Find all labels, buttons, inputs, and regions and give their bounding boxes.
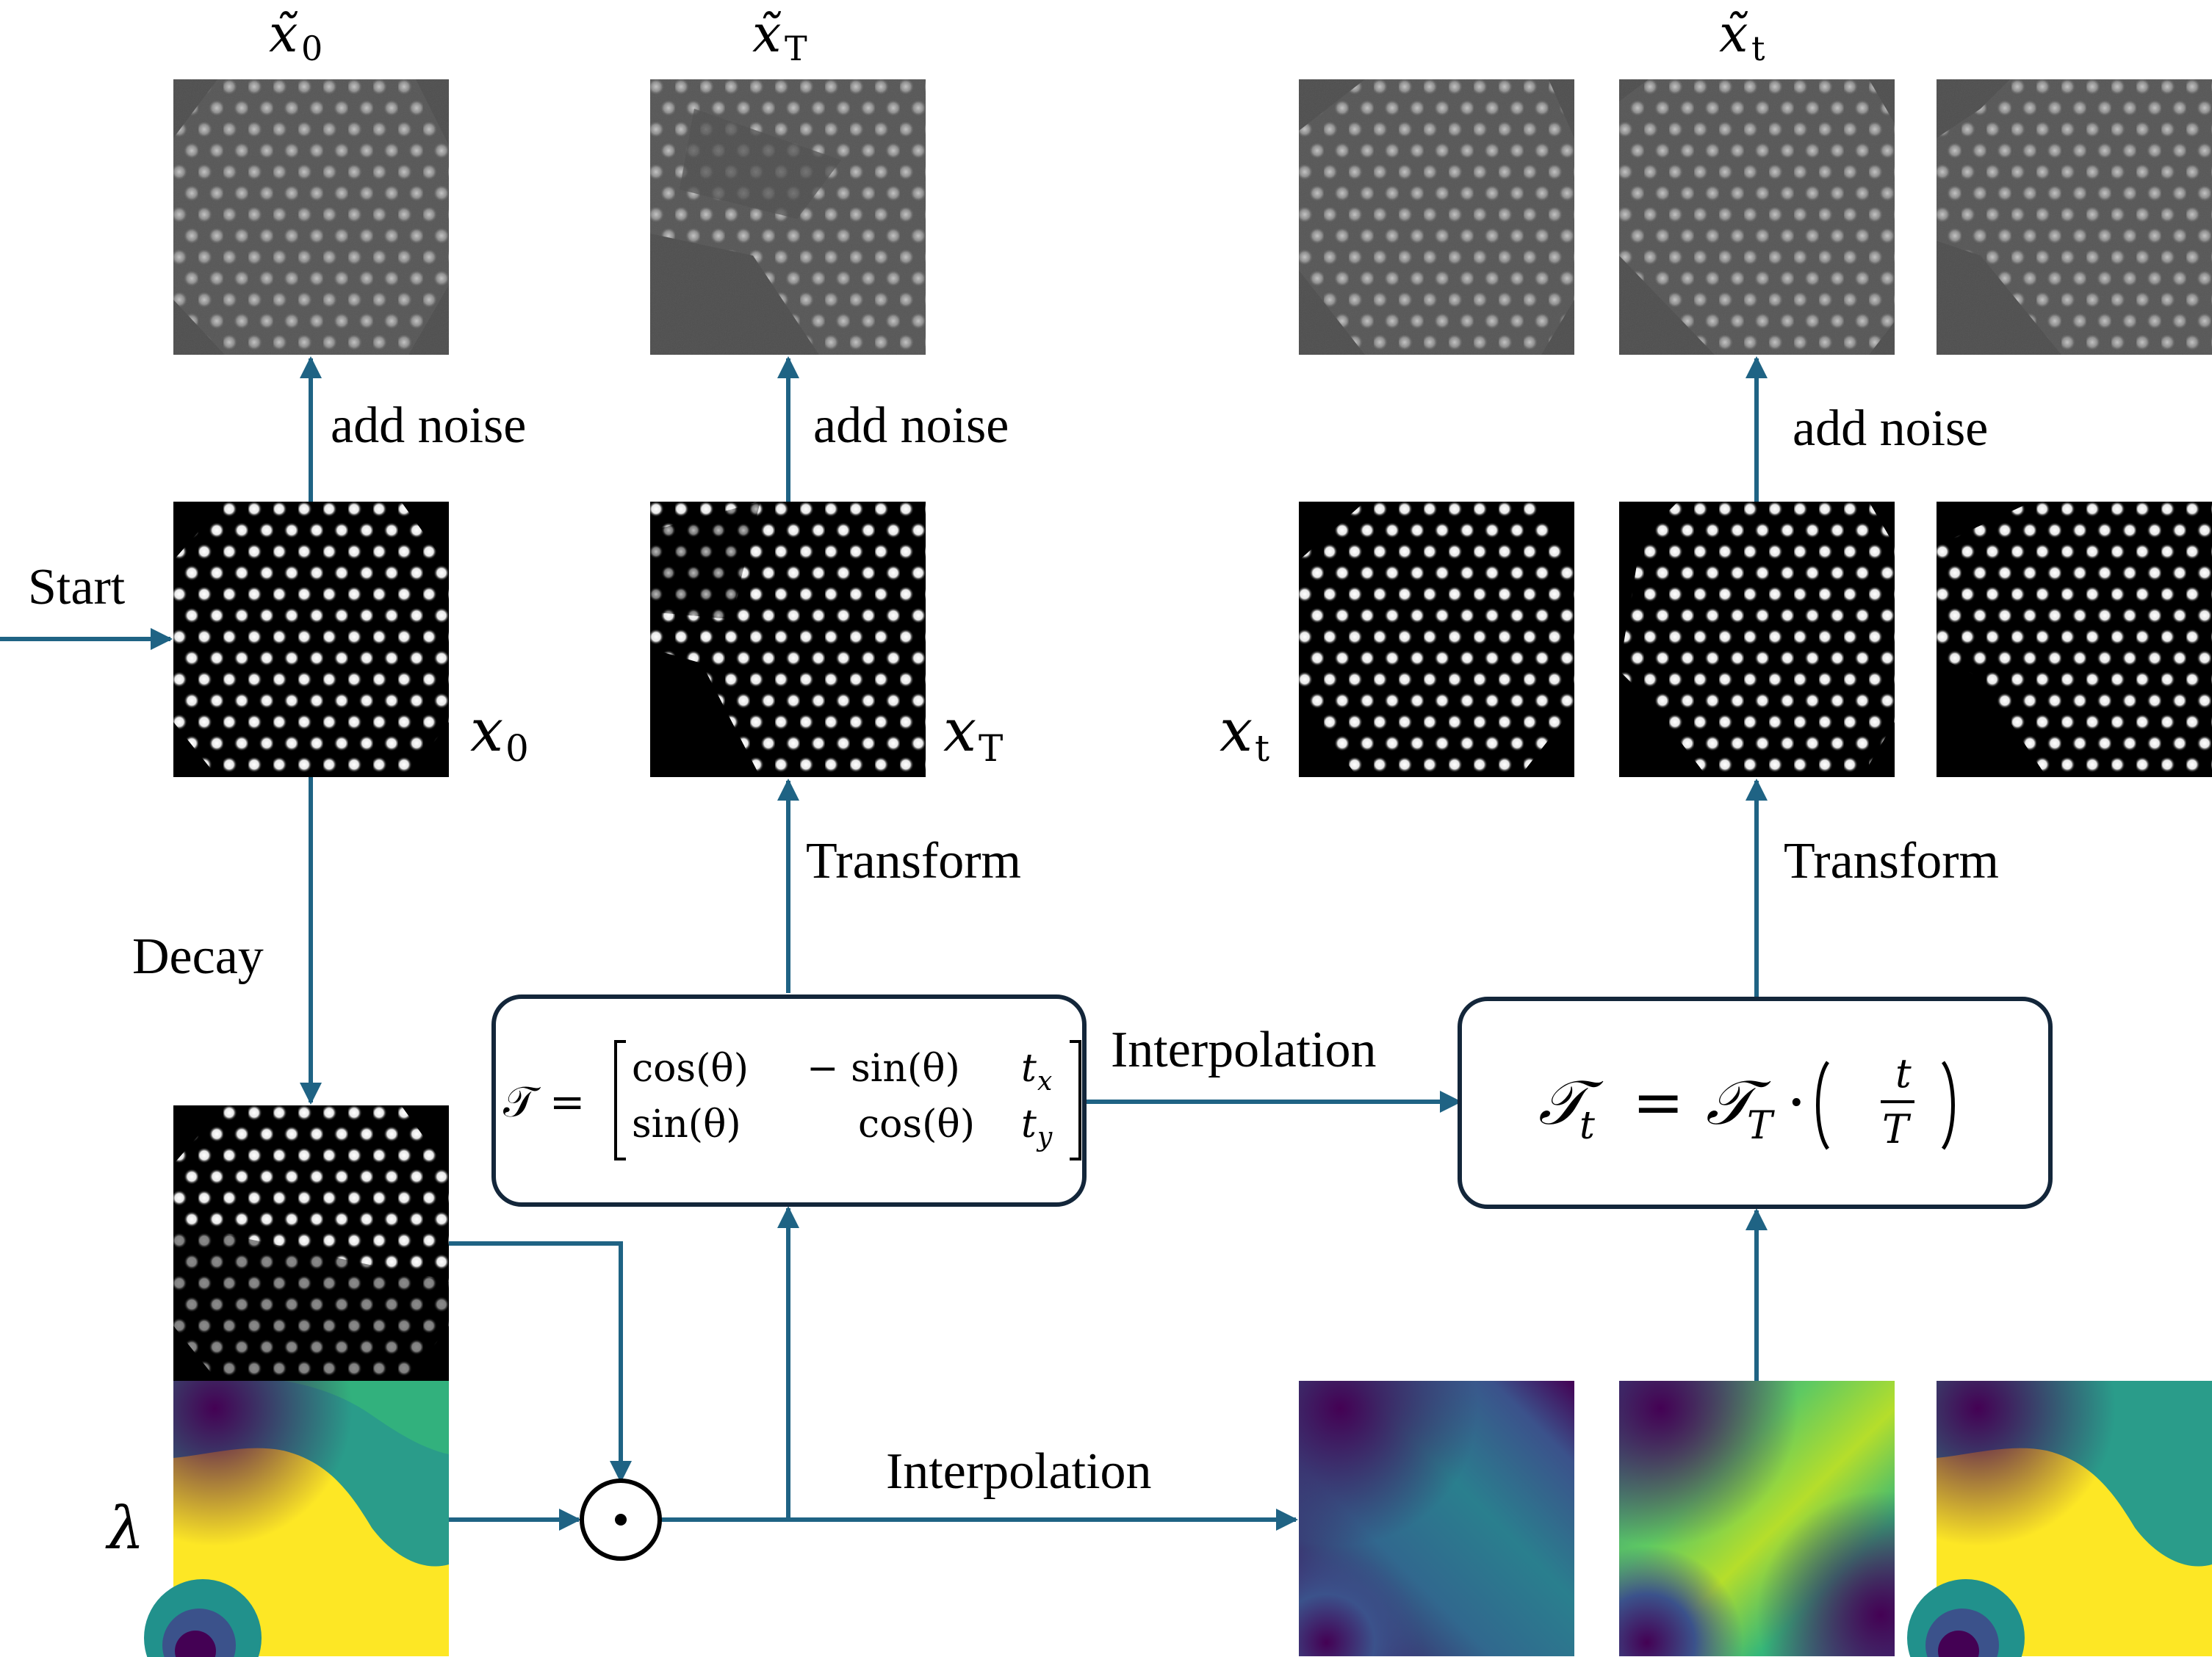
matrix-r2c3: t [1021, 1102, 1037, 1147]
formula-box [1458, 997, 2053, 1209]
image-lambda-t-1 [1299, 1381, 1574, 1656]
symbol-xt-tilde: x̃ t [1719, 4, 1765, 68]
hadamard-operator [580, 1479, 662, 1561]
image-xt-noisy-1 [1299, 79, 1574, 355]
svg-text:x̃: x̃ [1719, 4, 1748, 64]
symbol-xT: x T [943, 696, 1003, 770]
symbol-x0-tilde: x̃ 0 [269, 4, 323, 68]
symbol-x0: x 0 [470, 696, 529, 770]
svg-text:0: 0 [301, 29, 323, 68]
svg-text:t: t [1255, 727, 1269, 770]
label-transform-2: Transform [1784, 833, 1999, 889]
label-decay: Decay [132, 928, 264, 985]
svg-text:0: 0 [505, 727, 529, 770]
image-xt-noisy-2 [1619, 79, 1895, 355]
image-xT-noisy [650, 79, 926, 355]
formula-rhs-sub: T [1747, 1104, 1775, 1148]
svg-text:T: T [785, 29, 807, 68]
symbol-xt: x t [1220, 696, 1269, 770]
matrix-r1c1: cos(θ) [632, 1047, 749, 1091]
label-transform-1: Transform [806, 833, 1021, 889]
svg-text:x: x [1220, 696, 1253, 765]
image-x0 [173, 502, 449, 777]
formula-frac-den: T [1882, 1106, 1912, 1152]
matrix-r1c3-sub: x [1037, 1066, 1052, 1097]
symbol-lambda: λ [105, 1494, 145, 1562]
svg-text:x: x [470, 696, 503, 765]
arrow-decayed-to-hadamard [449, 1241, 632, 1483]
matrix-box [491, 994, 1087, 1207]
svg-text:x̃: x̃ [269, 4, 298, 64]
label-add-noise-2: add noise [813, 397, 1009, 454]
formula-frac-num: t [1895, 1050, 1912, 1097]
image-xT [650, 502, 926, 777]
matrix-r1c3: t [1021, 1047, 1037, 1091]
image-decayed [173, 1105, 449, 1381]
arrows [0, 356, 1768, 1531]
label-add-noise-3: add noise [1793, 400, 1988, 457]
image-x0-noisy [173, 79, 449, 355]
interpolation-formula: 𝒯 t = 𝒯 T · t T [1538, 1050, 1955, 1152]
label-add-noise-1: add noise [331, 397, 526, 454]
image-lambda [144, 1381, 449, 1657]
image-lambda-t-2 [1619, 1381, 1895, 1656]
image-xt-noisy-3 [1937, 79, 2212, 355]
symbol-xT-tilde: x̃ T [752, 4, 807, 68]
transform-matrix: 𝒯 = cos(θ) − sin(θ) t x sin(θ) cos(θ) t … [503, 1040, 1081, 1160]
image-lambda-t-3 [1907, 1381, 2212, 1657]
label-interpolation-top: Interpolation [1111, 1022, 1377, 1078]
matrix-r2c1: sin(θ) [632, 1102, 741, 1147]
formula-dot: · [1787, 1066, 1806, 1138]
matrix-r2c3-sub: y [1036, 1122, 1053, 1152]
svg-text:x̃: x̃ [752, 4, 781, 64]
label-interpolation-bottom: Interpolation [886, 1443, 1152, 1500]
svg-text:x: x [943, 696, 976, 765]
matrix-lhs: 𝒯 = [503, 1077, 585, 1127]
formula-eq: = [1632, 1066, 1684, 1138]
svg-text:t: t [1751, 29, 1765, 68]
image-xt-3 [1937, 502, 2212, 777]
image-xt-1 [1299, 502, 1574, 777]
matrix-r1c2: − sin(θ) [807, 1047, 960, 1091]
image-xt-2 [1619, 502, 1895, 777]
svg-text:T: T [979, 727, 1003, 770]
matrix-r2c2: cos(θ) [858, 1102, 975, 1147]
label-start: Start [28, 559, 126, 615]
formula-lhs-sub: t [1579, 1104, 1595, 1148]
